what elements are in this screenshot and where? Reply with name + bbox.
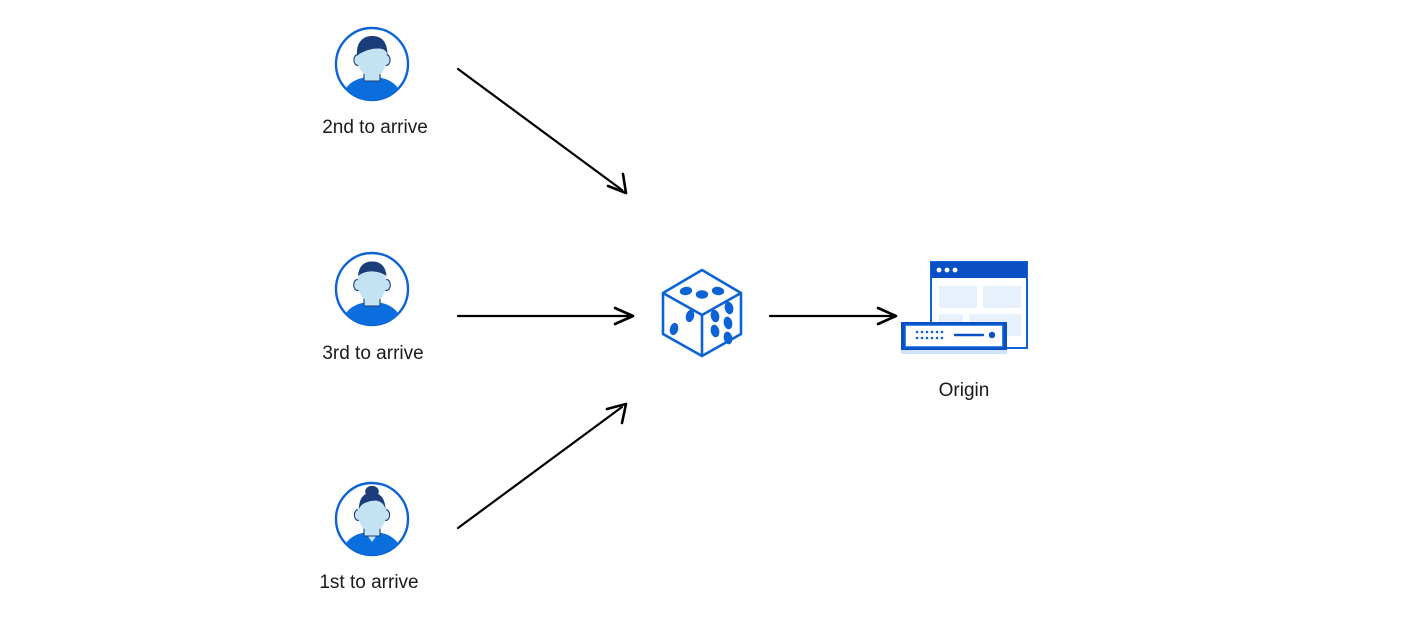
- dice-right-pips: [710, 301, 734, 345]
- arrow-dice-to-origin: [768, 306, 898, 326]
- user-avatar-icon: [334, 251, 410, 327]
- user-avatar-2nd[interactable]: [333, 25, 411, 103]
- dice-icon: [661, 268, 743, 358]
- router-device: [901, 322, 1007, 354]
- dice-top-pips: [679, 286, 725, 299]
- user-1st-label: 1st to arrive: [319, 572, 419, 593]
- user-avatar-3rd[interactable]: [333, 250, 411, 328]
- user-avatar-icon: [334, 26, 410, 102]
- dice-randomizer-icon[interactable]: [658, 266, 743, 358]
- arrow-2nd-to-dice: [456, 67, 628, 195]
- router-vents: [915, 330, 944, 340]
- origin-server-icon[interactable]: [895, 256, 1028, 356]
- dice-left-pips: [669, 309, 695, 336]
- browser-and-router-icon: [901, 261, 1028, 354]
- user-2nd-label: 2nd to arrive: [322, 117, 428, 138]
- user-avatar-icon: [334, 481, 410, 557]
- origin-label: Origin: [938, 380, 990, 401]
- arrow-3rd-to-dice: [456, 306, 635, 326]
- arrow-1st-to-dice: [456, 402, 628, 530]
- user-avatar-1st[interactable]: [333, 480, 411, 558]
- user-3rd-label: 3rd to arrive: [322, 343, 424, 364]
